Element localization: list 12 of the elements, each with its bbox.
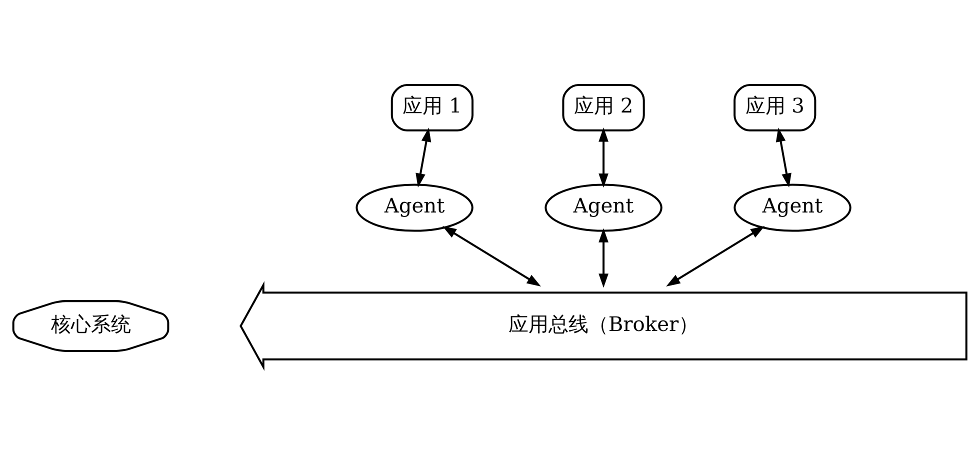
node-ellipse: Agent [544,183,662,232]
arrow [598,127,608,188]
node-box: 应用 2 [562,84,645,131]
arrow [416,127,432,188]
arrow [666,226,765,286]
arrow [442,226,541,286]
node-box: 应用 3 [734,84,816,131]
arrow [776,127,792,188]
node-ellipse: Agent [356,183,474,232]
arrow [598,228,608,288]
node-box: 应用 1 [390,84,474,131]
node-ellipse: Agent [734,183,852,232]
